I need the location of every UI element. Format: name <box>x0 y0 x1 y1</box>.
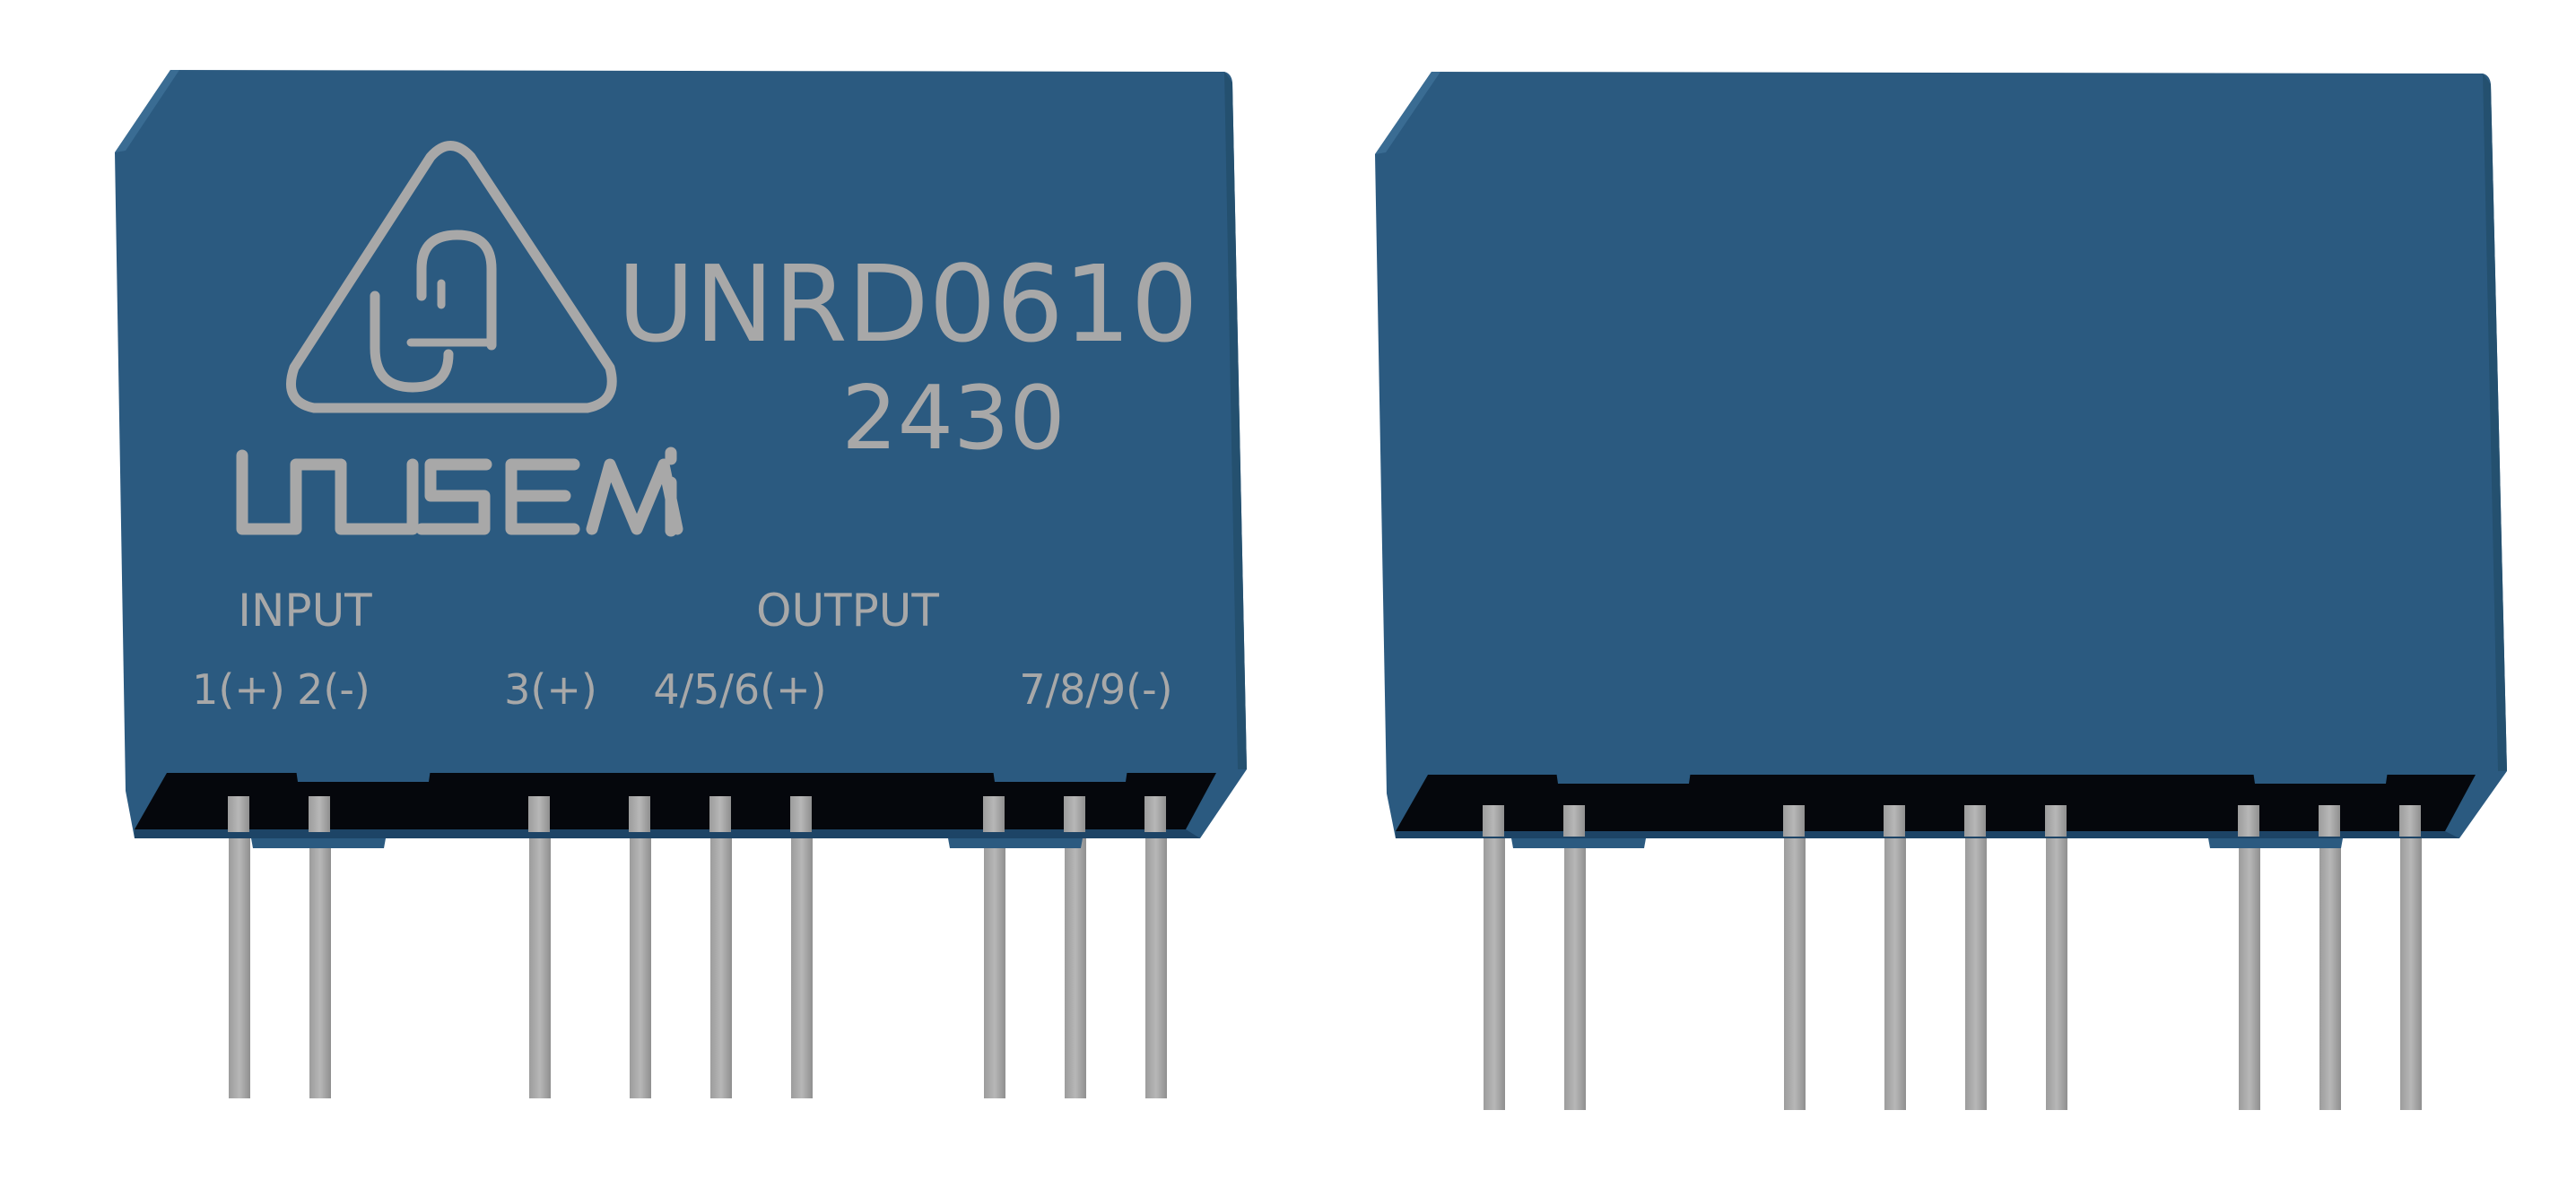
pin-9 <box>1145 794 1167 1098</box>
pin-1 <box>229 794 250 1098</box>
back-pin-4 <box>1884 805 1906 1110</box>
front-cavity <box>135 773 1216 829</box>
part-number: UNRD0610 <box>617 242 1198 366</box>
back-pin-1 <box>1484 805 1505 1110</box>
unsemi-logo <box>236 141 683 537</box>
front-bevel <box>115 70 179 152</box>
pin-4 <box>630 794 651 1098</box>
input-label: INPUT <box>238 585 372 637</box>
back-pin-3 <box>1784 805 1806 1110</box>
pin-label-1: 1(+) <box>192 665 285 714</box>
date-code: 2430 <box>841 368 1065 470</box>
pin-6 <box>791 794 813 1098</box>
back-pin-2 <box>1564 805 1586 1110</box>
back-pin-7 <box>2239 805 2260 1110</box>
back-pin-5 <box>1965 805 1987 1110</box>
back-module <box>1375 72 2507 1110</box>
back-pin-9 <box>2400 805 2422 1110</box>
pin-label-2: 2(-) <box>297 665 370 714</box>
back-pins <box>1484 805 2422 1110</box>
back-body <box>1375 72 2507 838</box>
pin-label-456: 4/5/6(+) <box>653 665 826 714</box>
front-module: UNRD0610 2430 INPUT OUTPUT 1(+) 2(-) 3(+… <box>115 70 1247 1098</box>
back-pin-8 <box>2319 805 2341 1110</box>
pin-label-789: 7/8/9(-) <box>1019 665 1172 714</box>
pin-5 <box>710 794 732 1098</box>
pin-label-3: 3(+) <box>504 665 597 714</box>
front-body <box>115 70 1247 838</box>
back-pin-6 <box>2046 805 2067 1110</box>
back-cavity <box>1396 775 2476 831</box>
brand-wordmark <box>236 447 683 537</box>
pin-3 <box>529 794 551 1098</box>
output-label: OUTPUT <box>756 585 939 637</box>
